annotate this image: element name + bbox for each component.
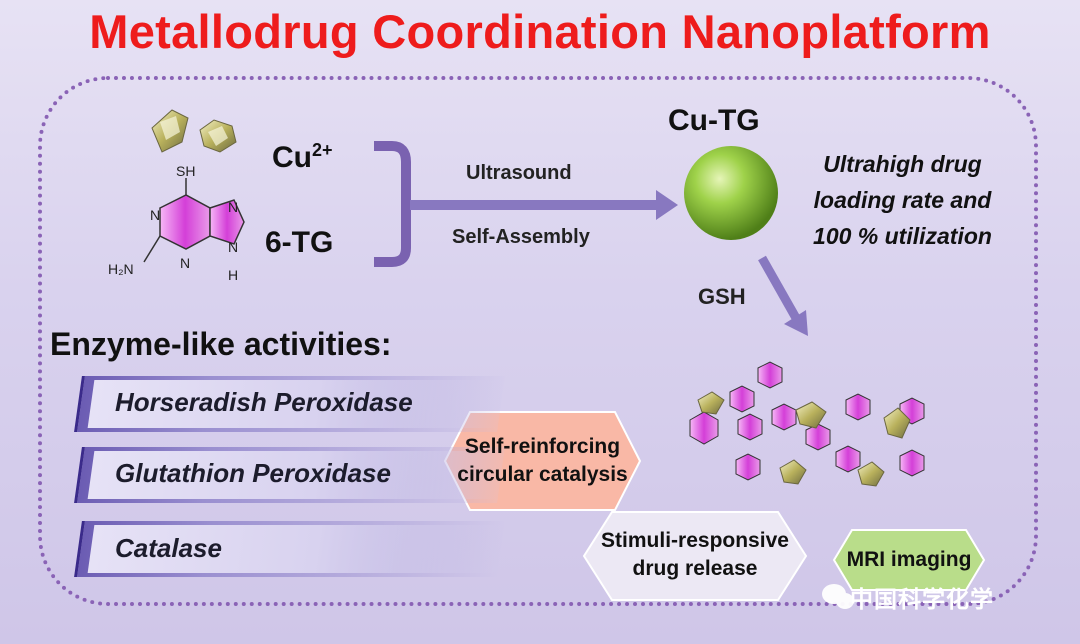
molecule-n-label-4: N xyxy=(228,239,238,255)
molecule-n-label-1: N xyxy=(150,207,160,223)
copper-crystal-icon xyxy=(151,109,237,153)
wechat-icon xyxy=(822,584,854,609)
self-assembly-label: Self-Assembly xyxy=(452,226,590,248)
release-badge: Stimuli-responsive drug release xyxy=(584,527,806,583)
imaging-badge-shape xyxy=(832,529,986,591)
enzyme-heading: Enzyme-like activities: xyxy=(50,326,392,362)
imaging-badge: MRI imaging xyxy=(846,548,972,571)
release-badge-shape xyxy=(582,511,808,601)
assembly-arrow xyxy=(410,190,678,220)
loading-line-2: loading rate and xyxy=(813,187,992,213)
copper-ion-label: Cu2+ xyxy=(272,140,333,174)
cu-tg-nanoparticle-icon xyxy=(684,146,778,240)
diagram-title: Metallodrug Coordination Nanoplatform xyxy=(89,5,991,58)
loading-line-3: 100 % utilization xyxy=(813,223,992,249)
watermark-text: 中国科学化学 xyxy=(850,586,994,612)
gsh-label: GSH xyxy=(698,284,746,309)
loading-rate-text: Ultrahigh drug loading rate and 100 % ut… xyxy=(790,146,1015,254)
release-line-1: Stimuli-responsive xyxy=(601,529,789,552)
release-line-2: drug release xyxy=(632,557,758,580)
catalysis-line-2: circular catalysis xyxy=(457,463,628,486)
dotted-frame xyxy=(38,76,1038,606)
catalysis-badge: Self-reinforcing circular catalysis xyxy=(445,433,640,489)
thioguanine-molecule-icon xyxy=(143,178,245,263)
reactant-bracket xyxy=(374,141,411,267)
molecule-h-label: H xyxy=(228,267,238,283)
enzyme-item-horseradish: Horseradish Peroxidase xyxy=(115,387,413,417)
molecule-n-label-3: N xyxy=(180,255,190,271)
ultrasound-label: Ultrasound xyxy=(466,162,572,184)
molecule-sh-label: SH xyxy=(176,163,195,179)
loading-line-1: Ultrahigh drug xyxy=(823,151,982,177)
gsh-arrow xyxy=(758,255,808,336)
enzyme-item-catalase: Catalase xyxy=(115,533,222,563)
molecule-n-label-2: N xyxy=(228,199,238,215)
cu-tg-label: Cu-TG xyxy=(668,104,760,137)
enzyme-item-glutathion: Glutathion Peroxidase xyxy=(115,458,391,488)
catalysis-line-1: Self-reinforcing xyxy=(464,435,621,458)
molecule-nh2-label: H₂N xyxy=(108,261,134,277)
thioguanine-label: 6-TG xyxy=(265,226,334,259)
released-copper-crystals-icon xyxy=(697,391,911,487)
released-fragments-icon xyxy=(689,361,925,481)
